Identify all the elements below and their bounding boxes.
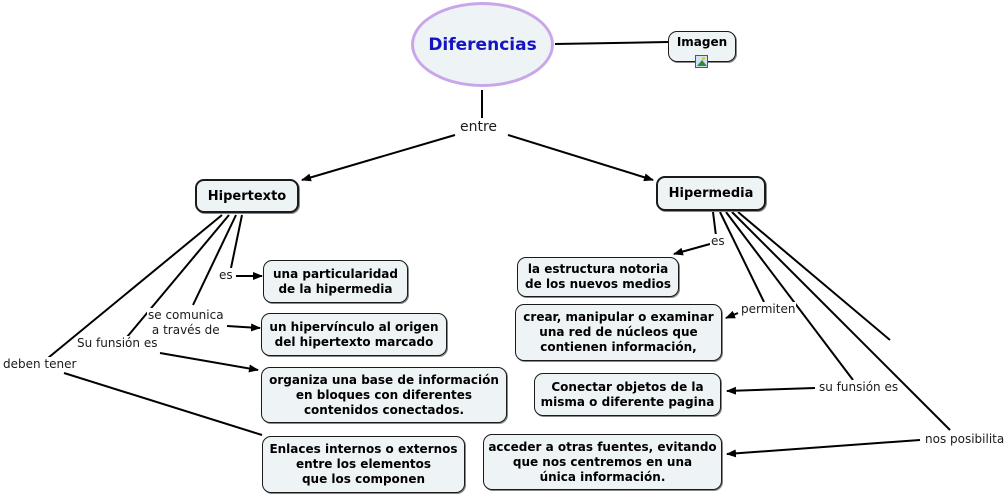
concept-particularidad[interactable]: una particularidad de la hipermedia: [263, 260, 408, 303]
concept-text: acceder a otras fuentes, evitando que no…: [488, 439, 717, 484]
link-es2-concept: [673, 243, 711, 256]
link-funsion-concept: [159, 352, 259, 373]
link-phrase-es: es: [218, 268, 234, 283]
link-phrase-permiten: permiten: [740, 302, 797, 317]
concept-hipertexto[interactable]: Hipertexto: [195, 179, 299, 213]
concept-text: la estructura notoria de los nuevos medi…: [525, 262, 671, 291]
link-permiten-concept: [725, 310, 739, 319]
hipermedia-label: Hipermedia: [668, 186, 754, 201]
link-hipertexto-deben: [47, 214, 223, 359]
link-phrase-se-comunica: se comunica a través de: [147, 308, 225, 338]
root-label: Diferencias: [428, 34, 537, 55]
link-hipertexto-comunica: [192, 214, 237, 306]
link-posibilita-concept: [726, 439, 921, 458]
link-hipermedia-permiten: [719, 211, 765, 303]
link-hipermedia-es: [712, 211, 717, 237]
imagen-label: Imagen: [676, 35, 728, 49]
link-hipermedia-extra: [737, 211, 891, 341]
concept-crear[interactable]: crear, manipular o examinar una red de n…: [515, 304, 722, 361]
concept-estructura[interactable]: la estructura notoria de los nuevos medi…: [517, 257, 679, 297]
concept-text: Enlaces internos o externos entre los el…: [269, 442, 458, 486]
link-hipertexto-funsion: [126, 214, 230, 338]
link-hipermedia-funsion: [725, 211, 854, 381]
link-phrase-su-funsion: Su funsión es: [76, 336, 159, 351]
concept-hipervinculo[interactable]: un hipervínculo al origen del hipertexto…: [261, 313, 447, 356]
concept-text: Conectar objetos de la misma o diferente…: [540, 379, 715, 409]
link-phrase-nos-posibilita: nos posibilita: [924, 432, 1006, 447]
link-hipertexto-es: [230, 214, 243, 269]
concept-text: un hipervínculo al origen del hipertexto…: [269, 319, 439, 349]
concept-conectar[interactable]: Conectar objetos de la misma o diferente…: [534, 373, 721, 416]
concept-enlaces[interactable]: Enlaces internos o externos entre los el…: [262, 436, 465, 493]
link-deben-concept: [63, 372, 263, 436]
concept-organiza[interactable]: organiza una base de información en bloq…: [261, 367, 507, 423]
link-phrase-deben-tener: deben tener: [2, 357, 78, 372]
image-icon[interactable]: [695, 53, 708, 68]
concept-hipermedia[interactable]: Hipermedia: [656, 176, 766, 211]
link-phrase-su-funsion-hipermedia: su funsión es: [818, 380, 900, 395]
link-phrase-entre: entre: [459, 119, 499, 135]
link-comunica-concept: [226, 323, 261, 332]
hipertexto-label: Hipertexto: [207, 188, 287, 204]
link-hipermedia-posibilita: [731, 211, 951, 431]
link-entre-hipermedia: [507, 134, 654, 182]
link-funsion2-concept: [726, 386, 816, 395]
link-entre-hipertexto: [301, 134, 456, 182]
concept-text: organiza una base de información en bloq…: [269, 372, 499, 417]
concept-text: crear, manipular o examinar una red de n…: [523, 310, 714, 354]
link-root-imagen: [554, 41, 669, 45]
root-concept-diferencias[interactable]: Diferencias: [411, 2, 554, 87]
concept-acceder[interactable]: acceder a otras fuentes, evitando que no…: [483, 434, 722, 490]
concept-text: una particularidad de la hipermedia: [273, 266, 398, 296]
link-phrase-es-hipermedia: es: [710, 234, 726, 249]
